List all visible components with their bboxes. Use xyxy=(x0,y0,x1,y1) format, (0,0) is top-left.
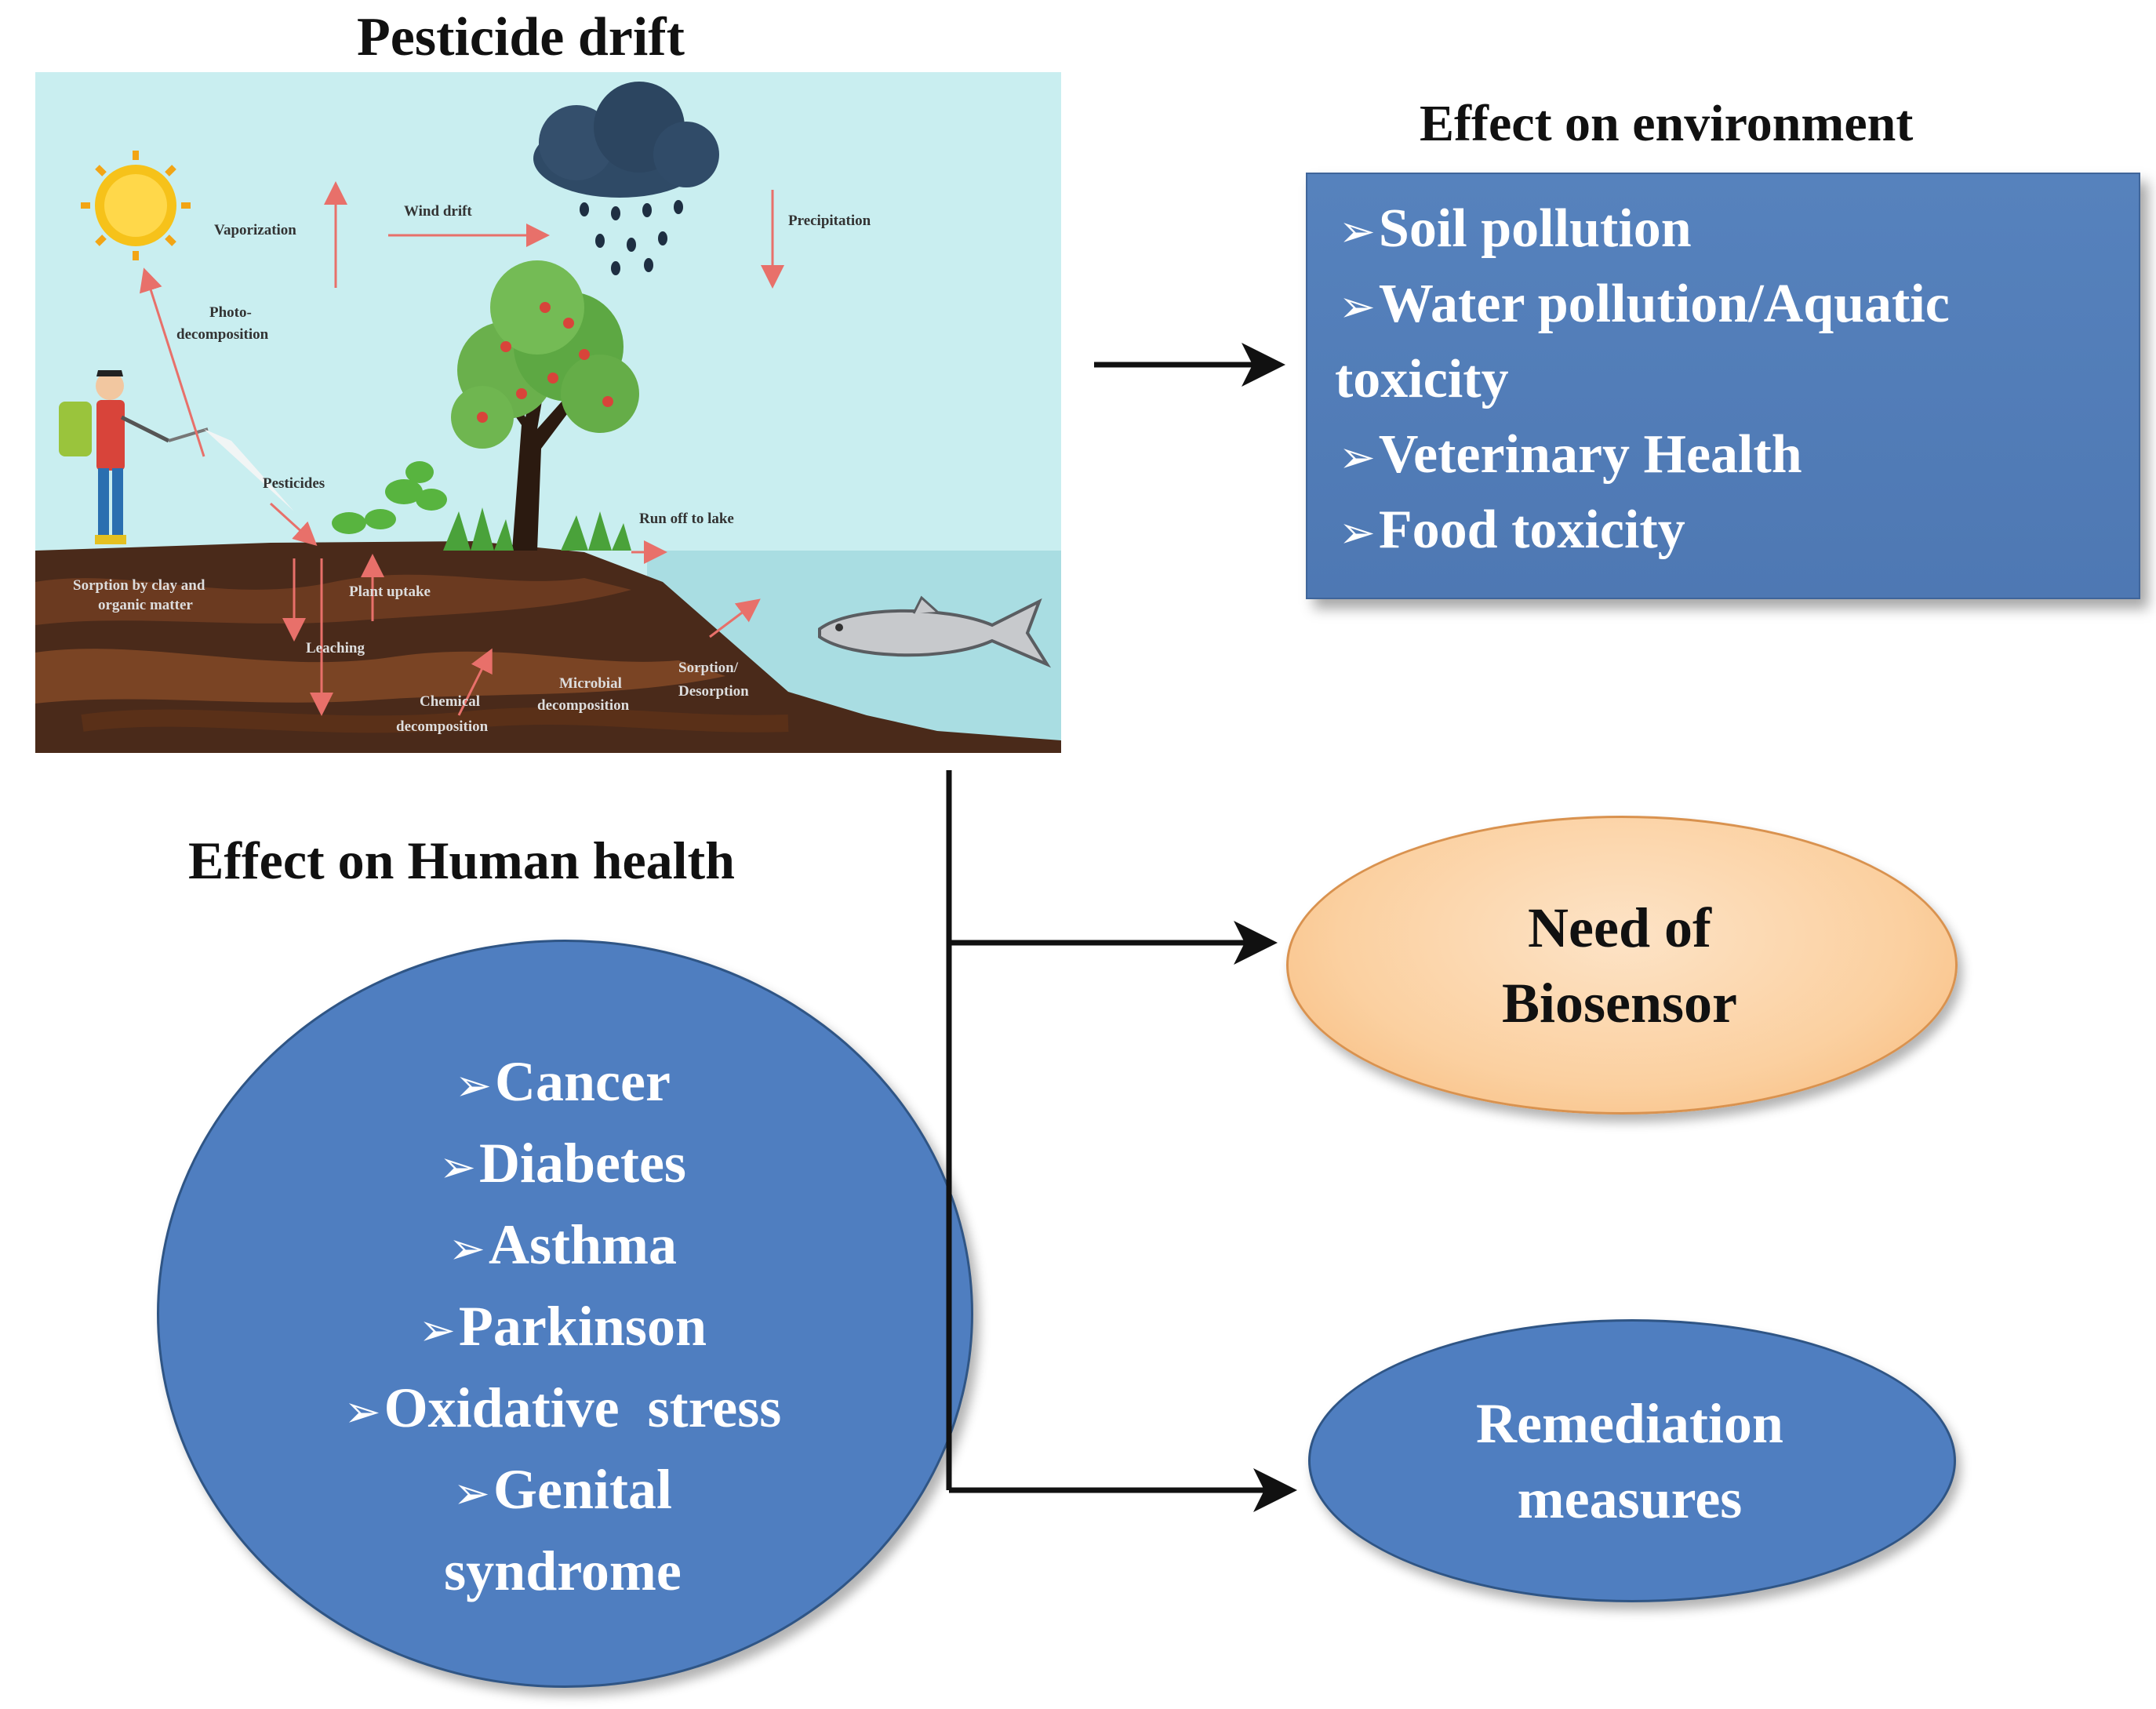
photodecomposition-arrow xyxy=(140,267,205,457)
sun-icon xyxy=(81,151,191,260)
need-of-biosensor-ellipse xyxy=(1286,816,1958,1114)
environment-effects-box: ➢Soil pollution ➢Water pollution/Aquatic… xyxy=(1306,173,2140,599)
human-item-oxidative-stress: ➢Oxidative stress xyxy=(344,1376,782,1439)
effect-environment-title: Effect on environment xyxy=(1420,95,1914,152)
bullet-arrow-icon: ➢ xyxy=(455,1060,492,1111)
pesticide-application-arrow xyxy=(269,502,318,547)
remediation-measures-ellipse xyxy=(1308,1319,1956,1602)
human-item-asthma: ➢Asthma xyxy=(449,1213,677,1276)
human-health-circle xyxy=(157,940,973,1688)
seedling-icon xyxy=(332,461,447,534)
pesticides-label: Pesticides xyxy=(263,475,325,492)
bullet-arrow-icon: ➢ xyxy=(418,1305,456,1356)
plant-uptake-label: Plant uptake xyxy=(349,584,431,600)
need-of-biosensor-label: Need of Biosensor xyxy=(1501,896,1738,1034)
human-health-effects-list: ➢Cancer ➢Diabetes ➢Asthma ➢Parkinson ➢Ox… xyxy=(157,1043,969,1609)
bullet-arrow-icon: ➢ xyxy=(1339,282,1376,333)
chemical-decomposition-label: decomposition xyxy=(396,718,489,735)
photo-label: Photo- xyxy=(209,304,252,321)
pesticide-drift-title: Pesticide drift xyxy=(357,7,685,67)
decomposition-label: decomposition xyxy=(176,326,269,343)
fish-icon xyxy=(818,595,1052,668)
human-item-cancer: ➢Cancer xyxy=(455,1050,671,1113)
bullet-arrow-icon: ➢ xyxy=(1339,206,1376,257)
run-off-label: Run off to lake xyxy=(639,511,734,527)
wind-drift-label: Wind drift xyxy=(404,203,472,220)
farmer-sprayer-icon xyxy=(59,370,294,544)
soil-layer xyxy=(35,574,631,625)
bullet-arrow-icon: ➢ xyxy=(453,1468,490,1519)
environment-item-water: ➢Water pollution/Aquatic xyxy=(1339,274,1950,334)
bullet-arrow-icon: ➢ xyxy=(1339,507,1376,558)
bullet-arrow-icon: ➢ xyxy=(344,1387,381,1438)
sorption-organic-label: organic matter xyxy=(98,597,193,613)
environment-item-food: ➢Food toxicity xyxy=(1339,500,1685,560)
sorption-desorption-label: Sorption/ xyxy=(678,660,739,676)
microbial-decomposition-label: decomposition xyxy=(537,697,630,714)
human-item-parkinson: ➢Parkinson xyxy=(418,1295,707,1358)
microbial-label: Microbial xyxy=(559,675,622,692)
pesticide-drift-illustration: Vaporization Wind drift Precipitation Ph… xyxy=(35,72,1061,753)
bullet-arrow-icon: ➢ xyxy=(1339,432,1376,483)
chemical-label: Chemical xyxy=(420,693,480,710)
environment-item-soil: ➢Soil pollution xyxy=(1339,198,1692,259)
remediation-measures-label: Remediation measures xyxy=(1476,1392,1783,1530)
human-item-genital-continued: syndrome xyxy=(444,1540,682,1602)
human-item-genital: ➢Genital xyxy=(453,1458,672,1521)
human-item-diabetes: ➢Diabetes xyxy=(439,1132,686,1194)
tree-icon xyxy=(443,260,639,551)
bullet-arrow-icon: ➢ xyxy=(439,1142,476,1193)
environment-item-water-continued: toxicity xyxy=(1335,349,1509,409)
soil-layer xyxy=(81,707,789,733)
chemical-decomposition-arrow xyxy=(457,648,493,716)
leaching-label: Leaching xyxy=(306,640,365,656)
vaporization-label: Vaporization xyxy=(214,222,296,238)
environment-item-veterinary: ➢Veterinary Health xyxy=(1339,424,1802,485)
bullet-arrow-icon: ➢ xyxy=(449,1224,485,1274)
effect-human-health-title: Effect on Human health xyxy=(188,831,735,890)
sorption-clay-label: Sorption by clay and xyxy=(73,577,205,594)
precipitation-label: Precipitation xyxy=(788,213,871,229)
rain-cloud-icon xyxy=(533,82,719,275)
desorption-label: Desorption xyxy=(678,683,749,700)
sorption-desorption-arrow xyxy=(709,598,761,638)
soil-layer xyxy=(35,649,725,704)
